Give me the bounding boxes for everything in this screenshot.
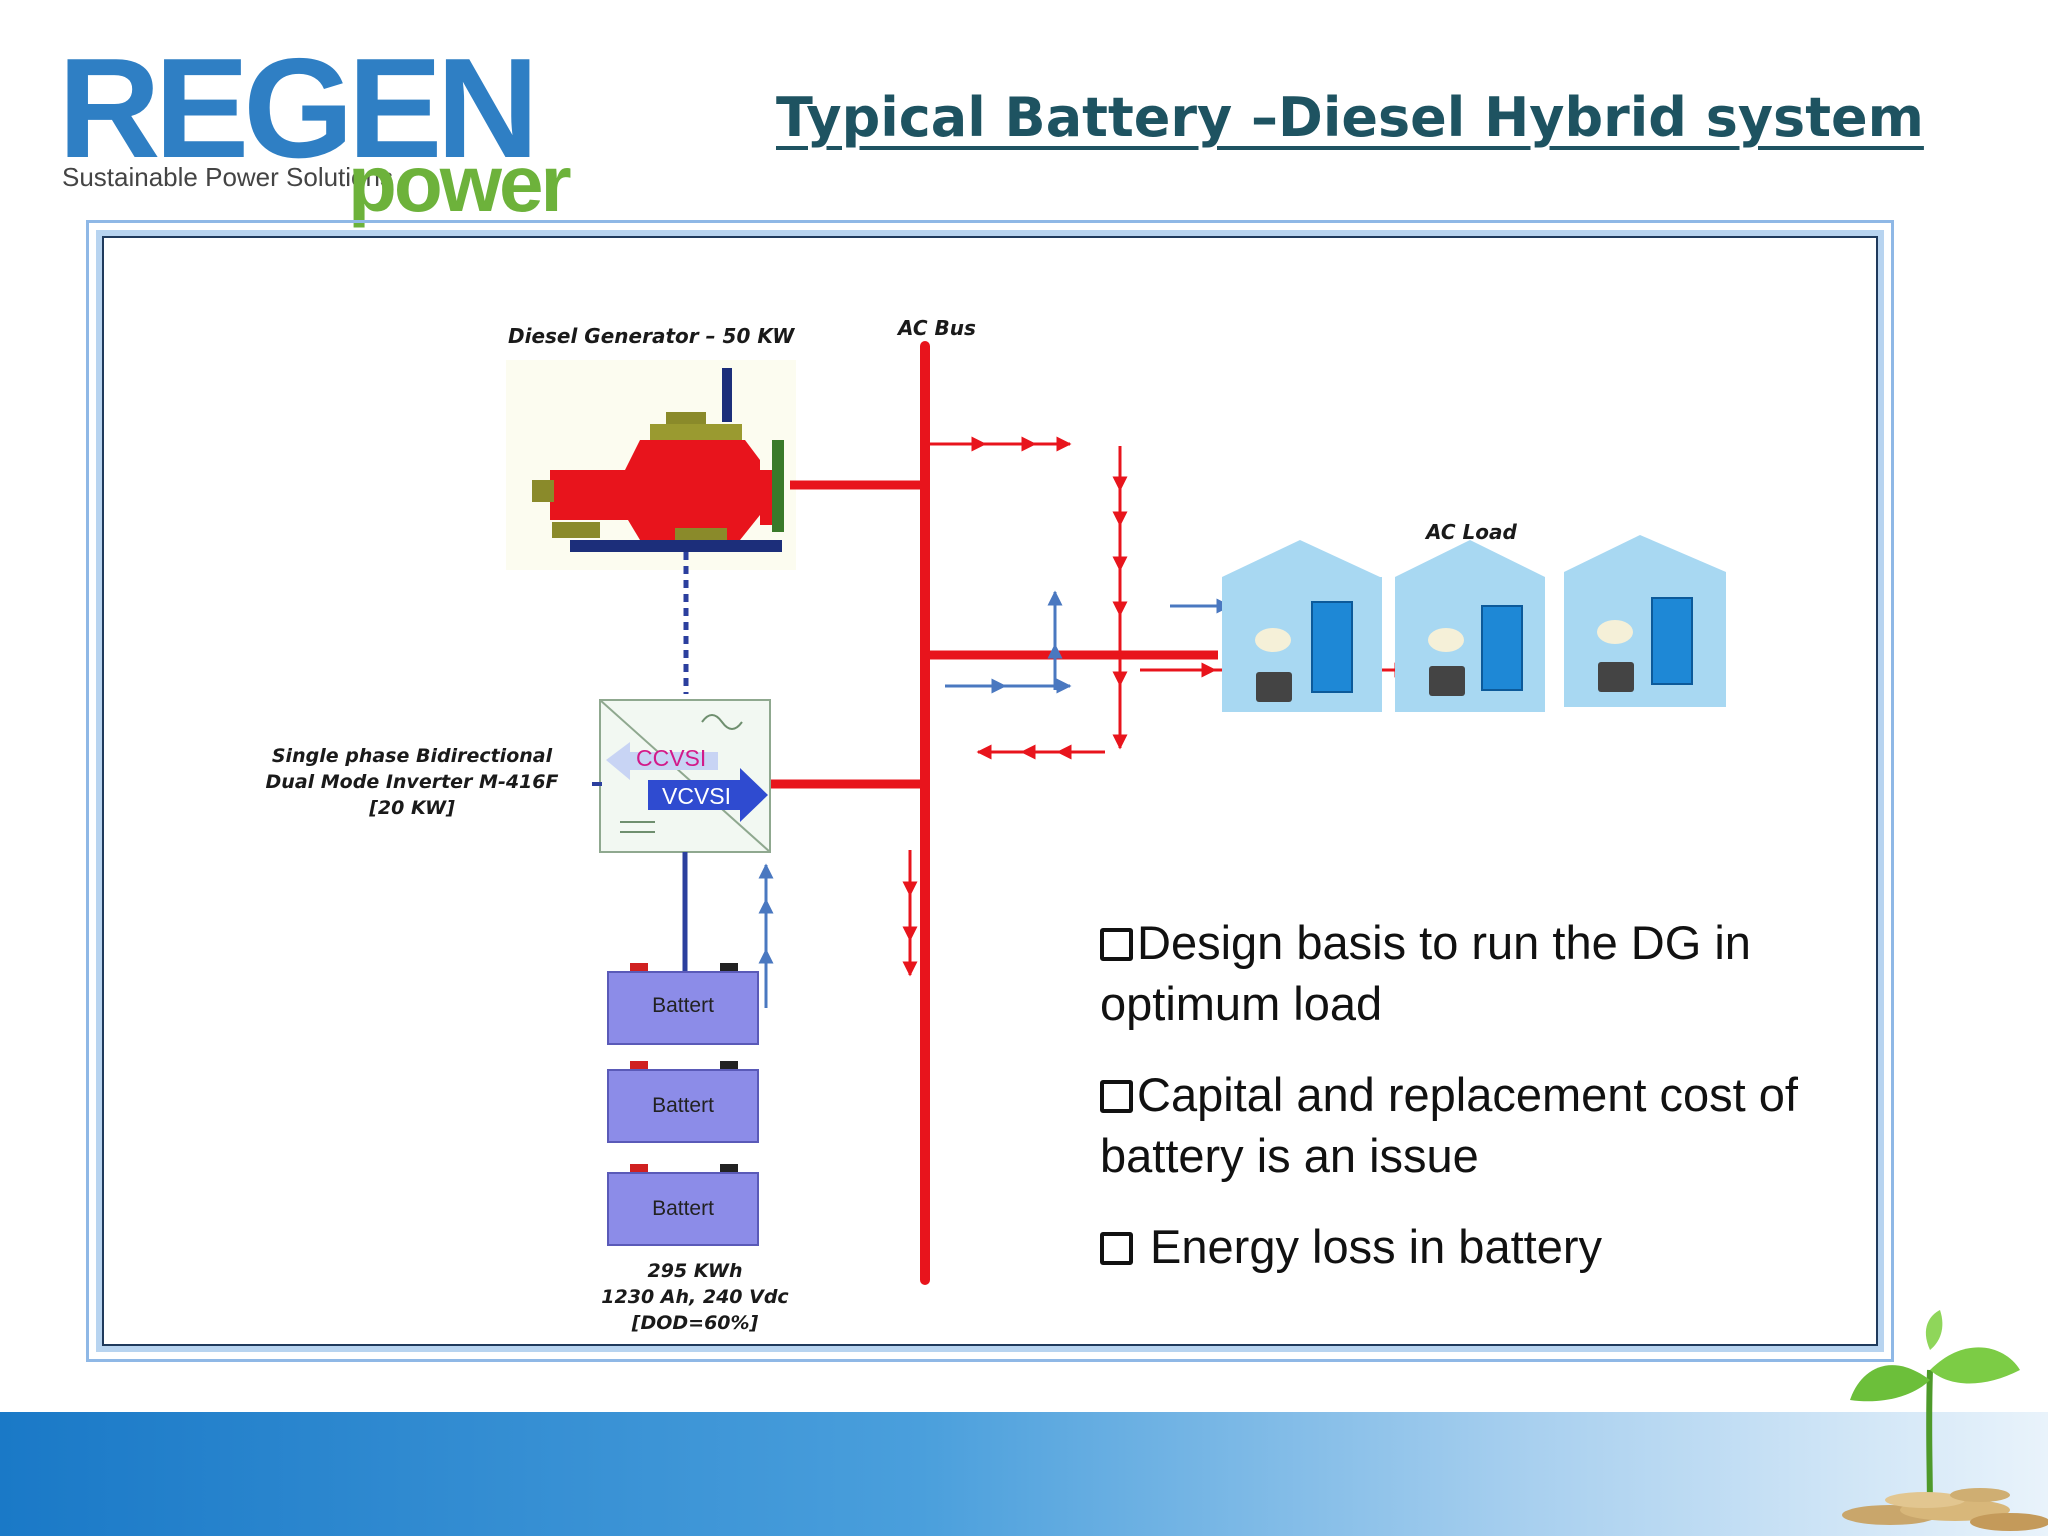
ac-load-house-3 [1564, 535, 1726, 707]
ac-load-house-2 [1395, 540, 1545, 712]
ac-bus-label: AC Bus [898, 316, 976, 340]
vcvsi-label: VCVSI [662, 783, 732, 809]
checkbox-bullet-icon [1100, 1080, 1133, 1113]
diagram-frame-outer [86, 220, 1894, 1362]
diagram-frame-middle [96, 230, 1884, 1352]
logo-tagline: Sustainable Power Solutions [62, 162, 393, 192]
logo-power-text: power [348, 139, 572, 228]
battery-label-2: Battert [652, 1094, 714, 1117]
bullet-item: Energy loss in battery [1100, 1216, 1820, 1277]
battery-spec-label: 295 KWh 1230 Ah, 240 Vdc [DOD=60%] [601, 1260, 789, 1334]
battery-icon-2 [607, 1061, 759, 1143]
generator-label: Diesel Generator – 50 KW [508, 324, 795, 348]
ccvsi-label: CCVSI [636, 745, 707, 771]
ac-load-house-1 [1222, 540, 1382, 712]
bullet-item: Design basis to run the DG in optimum lo… [1100, 916, 1751, 1030]
inverter-icon [599, 699, 771, 853]
ac-load-label: AC Load [1426, 520, 1517, 544]
checkbox-bullet-icon [1100, 1232, 1133, 1265]
battery-icon-3 [607, 1164, 759, 1246]
slide-title: Typical Battery –Diesel Hybrid system [776, 86, 1924, 149]
checkbox-bullet-icon [1100, 928, 1133, 961]
inverter-label: Single phase Bidirectional Dual Mode Inv… [265, 745, 559, 819]
regen-power-logo: REGEN Sustainable Power Solutions power [58, 29, 618, 229]
ac-bus [770, 341, 1218, 1285]
diesel-generator-icon [506, 360, 796, 570]
footer-gradient-bar [0, 1412, 2048, 1536]
battery-icon-1 [607, 963, 759, 1045]
plant-coins-icon [1842, 1310, 2048, 1531]
bullet-list: Design basis to run the DG in optimum lo… [1100, 912, 1820, 1307]
bullet-item: Capital and replacement cost of battery … [1100, 1068, 1798, 1182]
diagram-panel [102, 236, 1878, 1346]
logo-regen-text: REGEN [58, 29, 539, 188]
battery-label-3: Battert [652, 1197, 714, 1220]
battery-label-1: Battert [652, 994, 714, 1017]
